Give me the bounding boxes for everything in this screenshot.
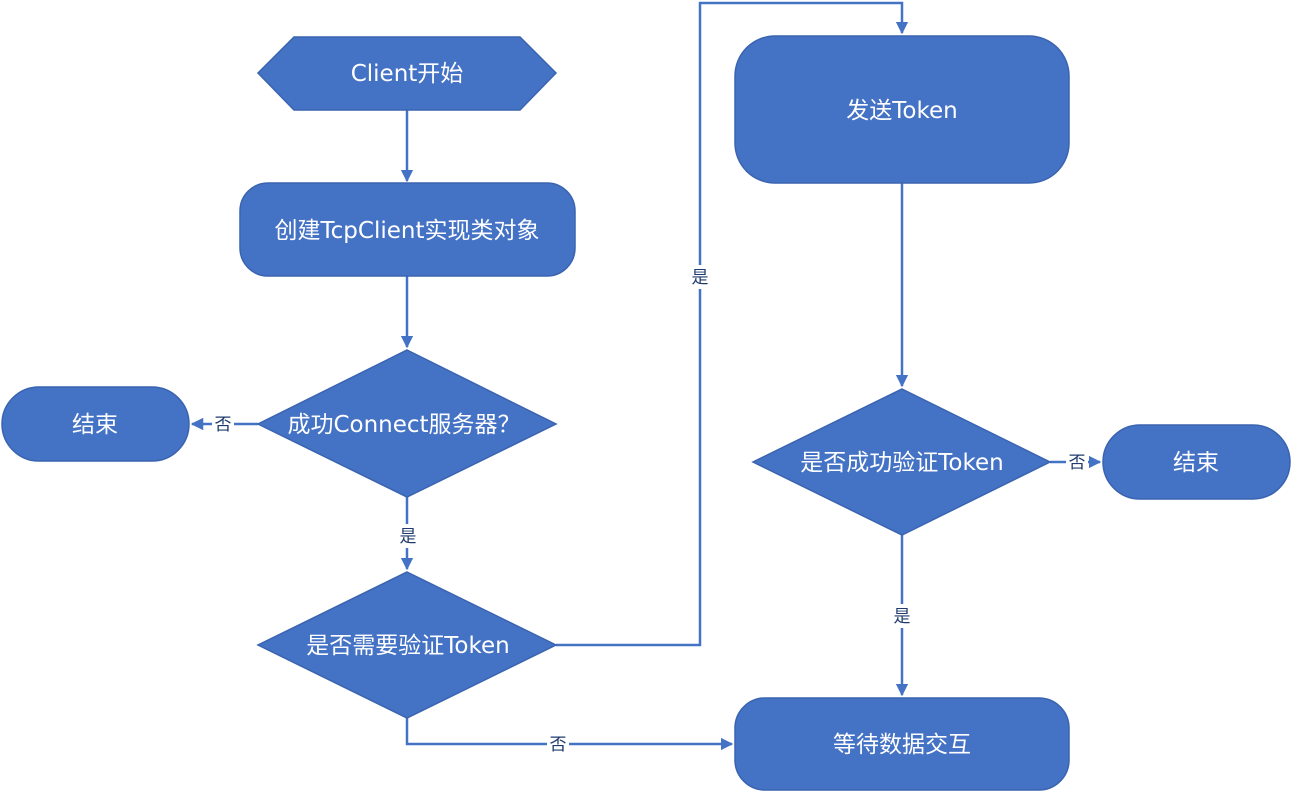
- edge-need-token-no: [405, 718, 734, 751]
- svg-text:结束: 结束: [1173, 450, 1219, 476]
- edge-label-connect-yes: 是: [397, 524, 419, 548]
- node-send-token: 发送Token: [734, 35, 1070, 184]
- svg-text:是否成功验证Token: 是否成功验证Token: [800, 450, 1003, 476]
- svg-text:成功Connect服务器？: 成功Connect服务器？: [287, 412, 520, 438]
- svg-text:等待数据交互: 等待数据交互: [833, 732, 971, 758]
- node-end-right: 结束: [1102, 424, 1291, 500]
- edge-need-token-yes: [556, 1, 909, 647]
- node-connect: 成功Connect服务器？: [256, 349, 558, 498]
- svg-text:是: 是: [894, 607, 911, 627]
- svg-text:否: 否: [215, 415, 232, 435]
- node-need-token: 是否需要验证Token: [256, 571, 558, 719]
- svg-text:否: 否: [1069, 453, 1086, 473]
- node-end-left: 结束: [1, 386, 190, 462]
- edge-label-verify-no: 否: [1066, 450, 1088, 474]
- svg-text:结束: 结束: [72, 412, 118, 438]
- svg-text:发送Token: 发送Token: [846, 98, 957, 124]
- node-wait: 等待数据交互: [734, 697, 1070, 791]
- svg-text:是否需要验证Token: 是否需要验证Token: [306, 633, 509, 659]
- edge-label-need-token-yes: 是: [689, 265, 711, 289]
- edge-label-verify-yes: 是: [891, 604, 913, 628]
- node-verify-token: 是否成功验证Token: [751, 388, 1052, 536]
- svg-text:是: 是: [692, 268, 709, 288]
- svg-text:否: 否: [550, 735, 567, 755]
- edge-label-connect-no: 否: [212, 412, 234, 436]
- svg-text:是: 是: [400, 527, 417, 547]
- edge-label-need-token-no: 否: [547, 732, 569, 756]
- svg-text:创建TcpClient实现类对象: 创建TcpClient实现类对象: [275, 218, 540, 244]
- node-create: 创建TcpClient实现类对象: [239, 182, 576, 277]
- svg-text:Client开始: Client开始: [351, 61, 464, 87]
- node-start: Client开始: [256, 36, 558, 111]
